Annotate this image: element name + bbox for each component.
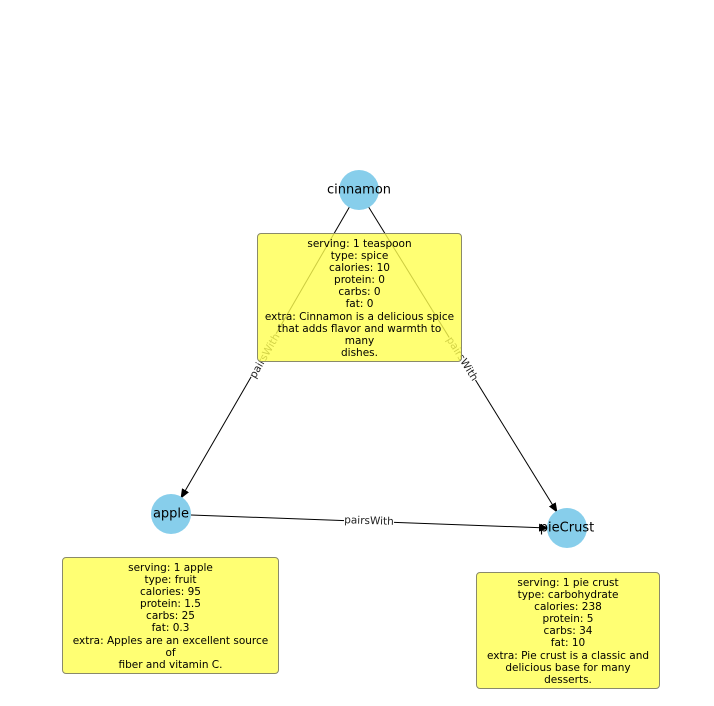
info-calories: calories: 238	[534, 601, 602, 614]
node-apple[interactable]: apple	[151, 494, 191, 534]
info-extra: extra: Cinnamon is a delicious spice	[264, 310, 455, 323]
info-box-piecrust: serving: 1 pie crust type: carbohydrate …	[476, 572, 660, 689]
info-type: type: fruit	[144, 574, 197, 587]
info-carbs: carbs: 0	[338, 286, 381, 299]
info-carbs: carbs: 34	[543, 625, 593, 638]
info-protein: protein: 0	[334, 274, 385, 287]
info-serving: serving: 1 teaspoon	[307, 238, 412, 250]
node-piecrust[interactable]: pieCrust	[540, 508, 594, 548]
node-cinnamon[interactable]: cinnamon	[327, 170, 391, 210]
info-calories: calories: 10	[329, 262, 390, 275]
info-protein: protein: 1.5	[140, 598, 201, 611]
node-label-apple: apple	[153, 507, 189, 522]
info-extra: extra: Apples are an excellent source of	[72, 634, 272, 659]
info-extra: delicious base for many desserts.	[505, 661, 634, 686]
info-box-cinnamon: serving: 1 teaspoon type: spice calories…	[257, 233, 462, 362]
node-label-piecrust: pieCrust	[540, 521, 594, 536]
edge-label-apple-piecrust: pairsWith	[344, 514, 394, 528]
info-serving: serving: 1 pie crust	[517, 577, 619, 589]
info-extra: that adds flavor and warmth to many	[277, 322, 445, 347]
info-box-apple: serving: 1 apple type: fruit calories: 9…	[62, 557, 279, 674]
info-fat: fat: 0.3	[151, 622, 190, 635]
info-extra: fiber and vitamin C.	[118, 658, 223, 671]
info-extra: dishes.	[341, 346, 378, 359]
info-protein: protein: 5	[542, 613, 594, 626]
info-fat: fat: 0	[345, 298, 374, 311]
info-extra: extra: Pie crust is a classic and	[486, 649, 650, 662]
node-label-cinnamon: cinnamon	[327, 183, 391, 198]
info-carbs: carbs: 25	[146, 610, 195, 623]
info-calories: calories: 95	[140, 586, 201, 599]
info-type: type: spice	[330, 250, 389, 263]
info-serving: serving: 1 apple	[128, 562, 213, 574]
info-type: type: carbohydrate	[517, 589, 619, 602]
info-fat: fat: 10	[550, 637, 586, 650]
